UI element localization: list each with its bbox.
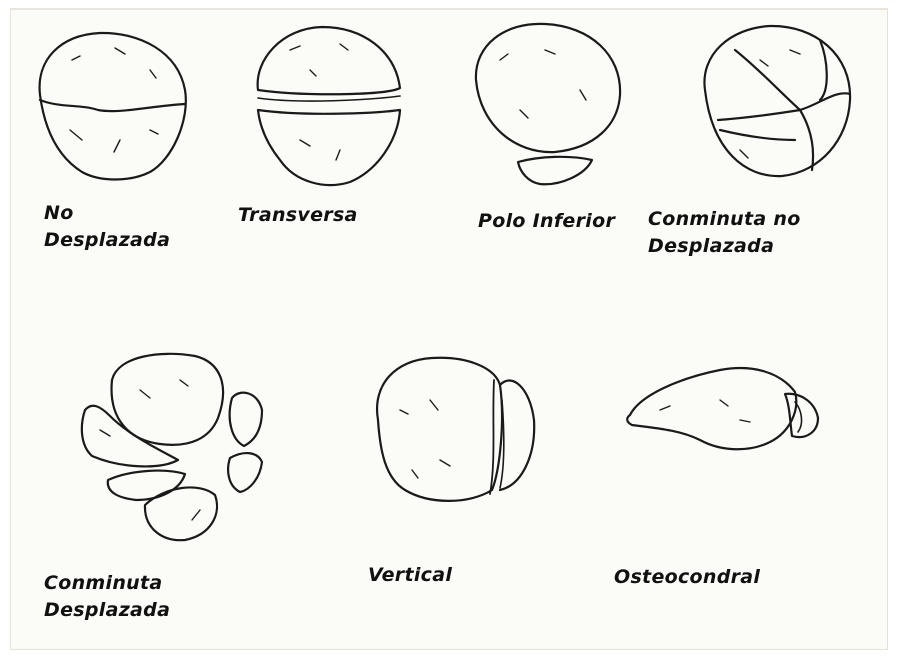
label-polo-inferior: Polo Inferior: [478, 208, 615, 235]
patella-conminuta-no-desplazada: [704, 26, 850, 176]
patella-polo-inferior: [476, 24, 620, 184]
patella-conminuta-desplazada: [82, 354, 262, 540]
patella-no-desplazada: [40, 33, 186, 180]
label-no-desplazada: No Desplazada: [44, 200, 170, 254]
patella-transversa: [258, 27, 400, 185]
patella-osteocondral: [627, 368, 818, 449]
label-transversa: Transversa: [238, 202, 358, 229]
label-vertical: Vertical: [368, 562, 452, 589]
patella-vertical: [377, 358, 534, 501]
label-conminuta-desplazada: Conminuta Desplazada: [44, 570, 170, 624]
label-conminuta-no-desplazada: Conminuta no Desplazada: [648, 206, 801, 260]
label-osteocondral: Osteocondral: [614, 564, 760, 591]
